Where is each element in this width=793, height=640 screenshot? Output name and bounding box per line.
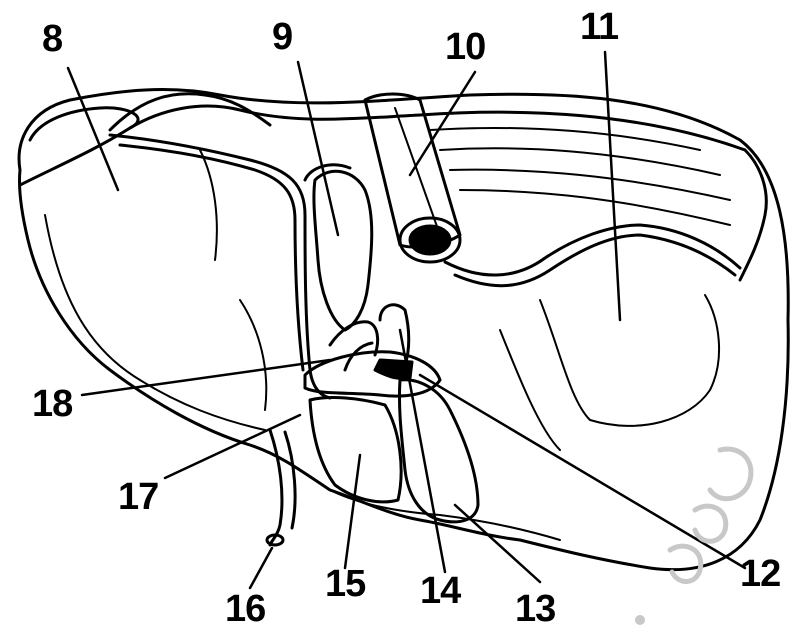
label-17: 17 bbox=[118, 478, 158, 516]
leader-11 bbox=[605, 52, 620, 320]
lower-margin bbox=[330, 490, 560, 540]
watermark bbox=[600, 430, 793, 640]
label-11: 11 bbox=[580, 8, 618, 46]
renal-impression bbox=[540, 295, 719, 426]
round-ligament-end bbox=[267, 535, 283, 545]
hatch-1 bbox=[430, 128, 700, 150]
leader-14 bbox=[400, 330, 445, 572]
leader-10 bbox=[410, 72, 475, 175]
leader-16 bbox=[250, 548, 272, 588]
left-lobe-contour bbox=[45, 215, 265, 430]
leader-15 bbox=[345, 455, 360, 568]
label-8: 8 bbox=[42, 20, 62, 58]
caudate-lobe bbox=[314, 171, 372, 330]
label-13: 13 bbox=[515, 590, 555, 628]
round-ligament-2 bbox=[285, 432, 295, 528]
left-lobe-inner bbox=[200, 150, 217, 260]
label-18: 18 bbox=[32, 385, 72, 423]
hatch-2 bbox=[440, 148, 720, 175]
hatch-4 bbox=[460, 190, 730, 225]
ligament-right-edge bbox=[740, 150, 766, 280]
colic-impression bbox=[500, 330, 560, 450]
hepatic-artery bbox=[330, 322, 378, 355]
hatch-3 bbox=[450, 170, 730, 200]
label-15: 15 bbox=[325, 565, 365, 603]
left-lobe-stroke bbox=[240, 300, 266, 410]
ivc-lumen bbox=[410, 226, 450, 254]
ivc-stroke bbox=[395, 108, 440, 235]
label-10: 10 bbox=[445, 28, 485, 66]
leader-13 bbox=[455, 505, 540, 582]
label-9: 9 bbox=[272, 18, 292, 56]
bare-area-border bbox=[455, 235, 735, 286]
round-ligament bbox=[270, 430, 282, 545]
label-16: 16 bbox=[225, 590, 265, 628]
label-14: 14 bbox=[420, 572, 460, 610]
